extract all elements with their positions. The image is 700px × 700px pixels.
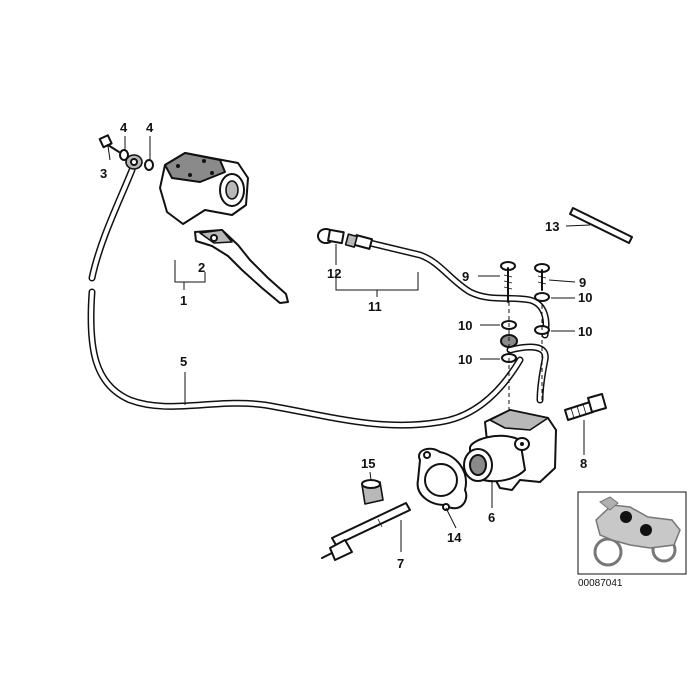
clutch-slave-cylinder	[463, 409, 557, 491]
leader-assembly-1-2	[174, 260, 206, 290]
callout-6: 6	[488, 510, 495, 525]
hex-bolt	[564, 393, 607, 421]
clutch-hose	[87, 166, 524, 429]
callout-12: 12	[327, 266, 341, 281]
callout-8: 8	[580, 456, 587, 471]
callout-15: 15	[361, 456, 375, 471]
callout-7: 7	[397, 556, 404, 571]
leader-line-11	[335, 272, 419, 297]
callout-10: 10	[578, 290, 592, 305]
alignment-lines	[508, 302, 543, 420]
callout-5: 5	[180, 354, 187, 369]
callout-2: 2	[198, 260, 205, 275]
callout-13: 13	[545, 219, 559, 234]
sealing-washer	[119, 149, 154, 171]
callout-14: 14	[447, 530, 462, 545]
cable-tie	[569, 207, 633, 244]
motorcycle-icon	[593, 496, 681, 567]
callout-9: 9	[579, 275, 586, 290]
bushing	[361, 479, 384, 505]
push-rod	[321, 502, 411, 561]
banjo-bolt	[98, 134, 120, 153]
hollow-screw	[500, 261, 550, 303]
clutch-master-cylinder	[159, 152, 249, 225]
callout-11: 11	[368, 299, 382, 314]
callout-3: 3	[100, 166, 107, 181]
line-fitting	[344, 233, 374, 250]
callout-10: 10	[578, 324, 592, 339]
callout-leaders	[107, 136, 591, 552]
banjo-fitting	[125, 154, 143, 170]
callout-labels: 1 2 3 4 4 5 6 7 8 9 9 10 10 10 10 11 12 …	[100, 120, 592, 571]
motorcycle-location-inset	[577, 491, 687, 575]
gasket	[416, 447, 468, 511]
reference-code: 00087041	[578, 578, 623, 589]
callout-9: 9	[462, 269, 469, 284]
callout-10: 10	[458, 318, 472, 333]
callout-4: 4	[120, 120, 128, 135]
callout-1: 1	[180, 293, 187, 308]
adapter-fitting	[317, 228, 345, 245]
clutch-lever	[194, 229, 289, 304]
callout-10: 10	[458, 352, 472, 367]
callout-4: 4	[146, 120, 154, 135]
clutch-line	[366, 239, 550, 404]
